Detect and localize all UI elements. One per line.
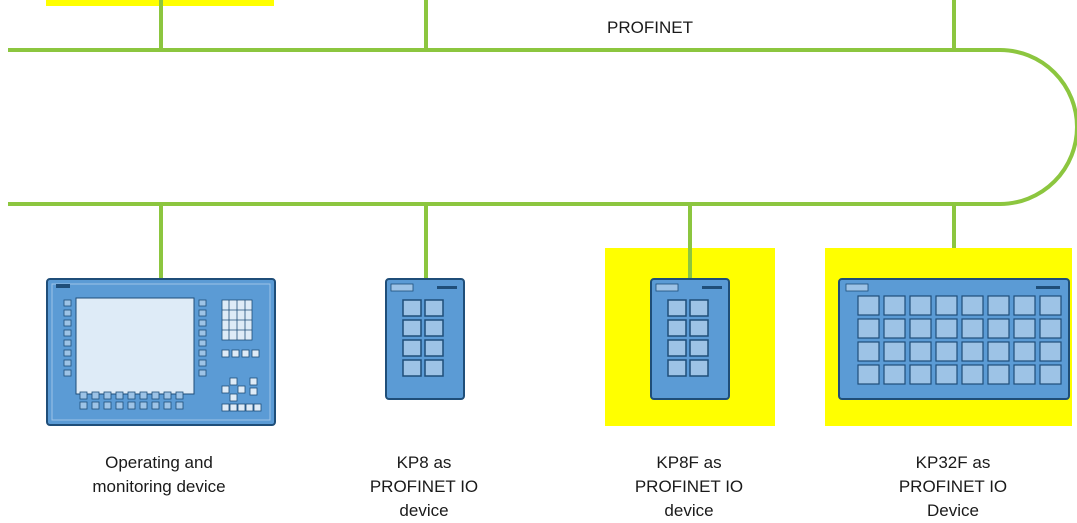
caption-line: KP8 as	[396, 453, 452, 472]
caption-operating-device: Operating and monitoring device	[59, 451, 259, 499]
kp32f-device-icon	[838, 278, 1070, 400]
caption-kp32f: KP32F as PROFINET IO Device	[853, 451, 1053, 523]
caption-line: monitoring device	[92, 477, 226, 496]
caption-kp8f: KP8F as PROFINET IO device	[589, 451, 789, 523]
caption-line: device	[399, 501, 449, 520]
caption-line: KP8F as	[656, 453, 722, 472]
bus-loop	[8, 48, 1077, 206]
caption-kp8: KP8 as PROFINET IO device	[324, 451, 524, 523]
caption-line: Device	[927, 501, 979, 520]
caption-line: PROFINET IO	[634, 477, 744, 496]
kp8-device-icon	[385, 278, 465, 400]
operating-monitoring-device-icon	[46, 278, 276, 426]
caption-line: PROFINET IO	[898, 477, 1008, 496]
network-label: PROFINET	[607, 18, 693, 37]
caption-line: PROFINET IO	[369, 477, 479, 496]
caption-line: KP32F as	[915, 453, 991, 472]
caption-line: device	[664, 501, 714, 520]
caption-line: Operating and	[105, 453, 213, 472]
kp8f-device-icon	[650, 278, 730, 400]
